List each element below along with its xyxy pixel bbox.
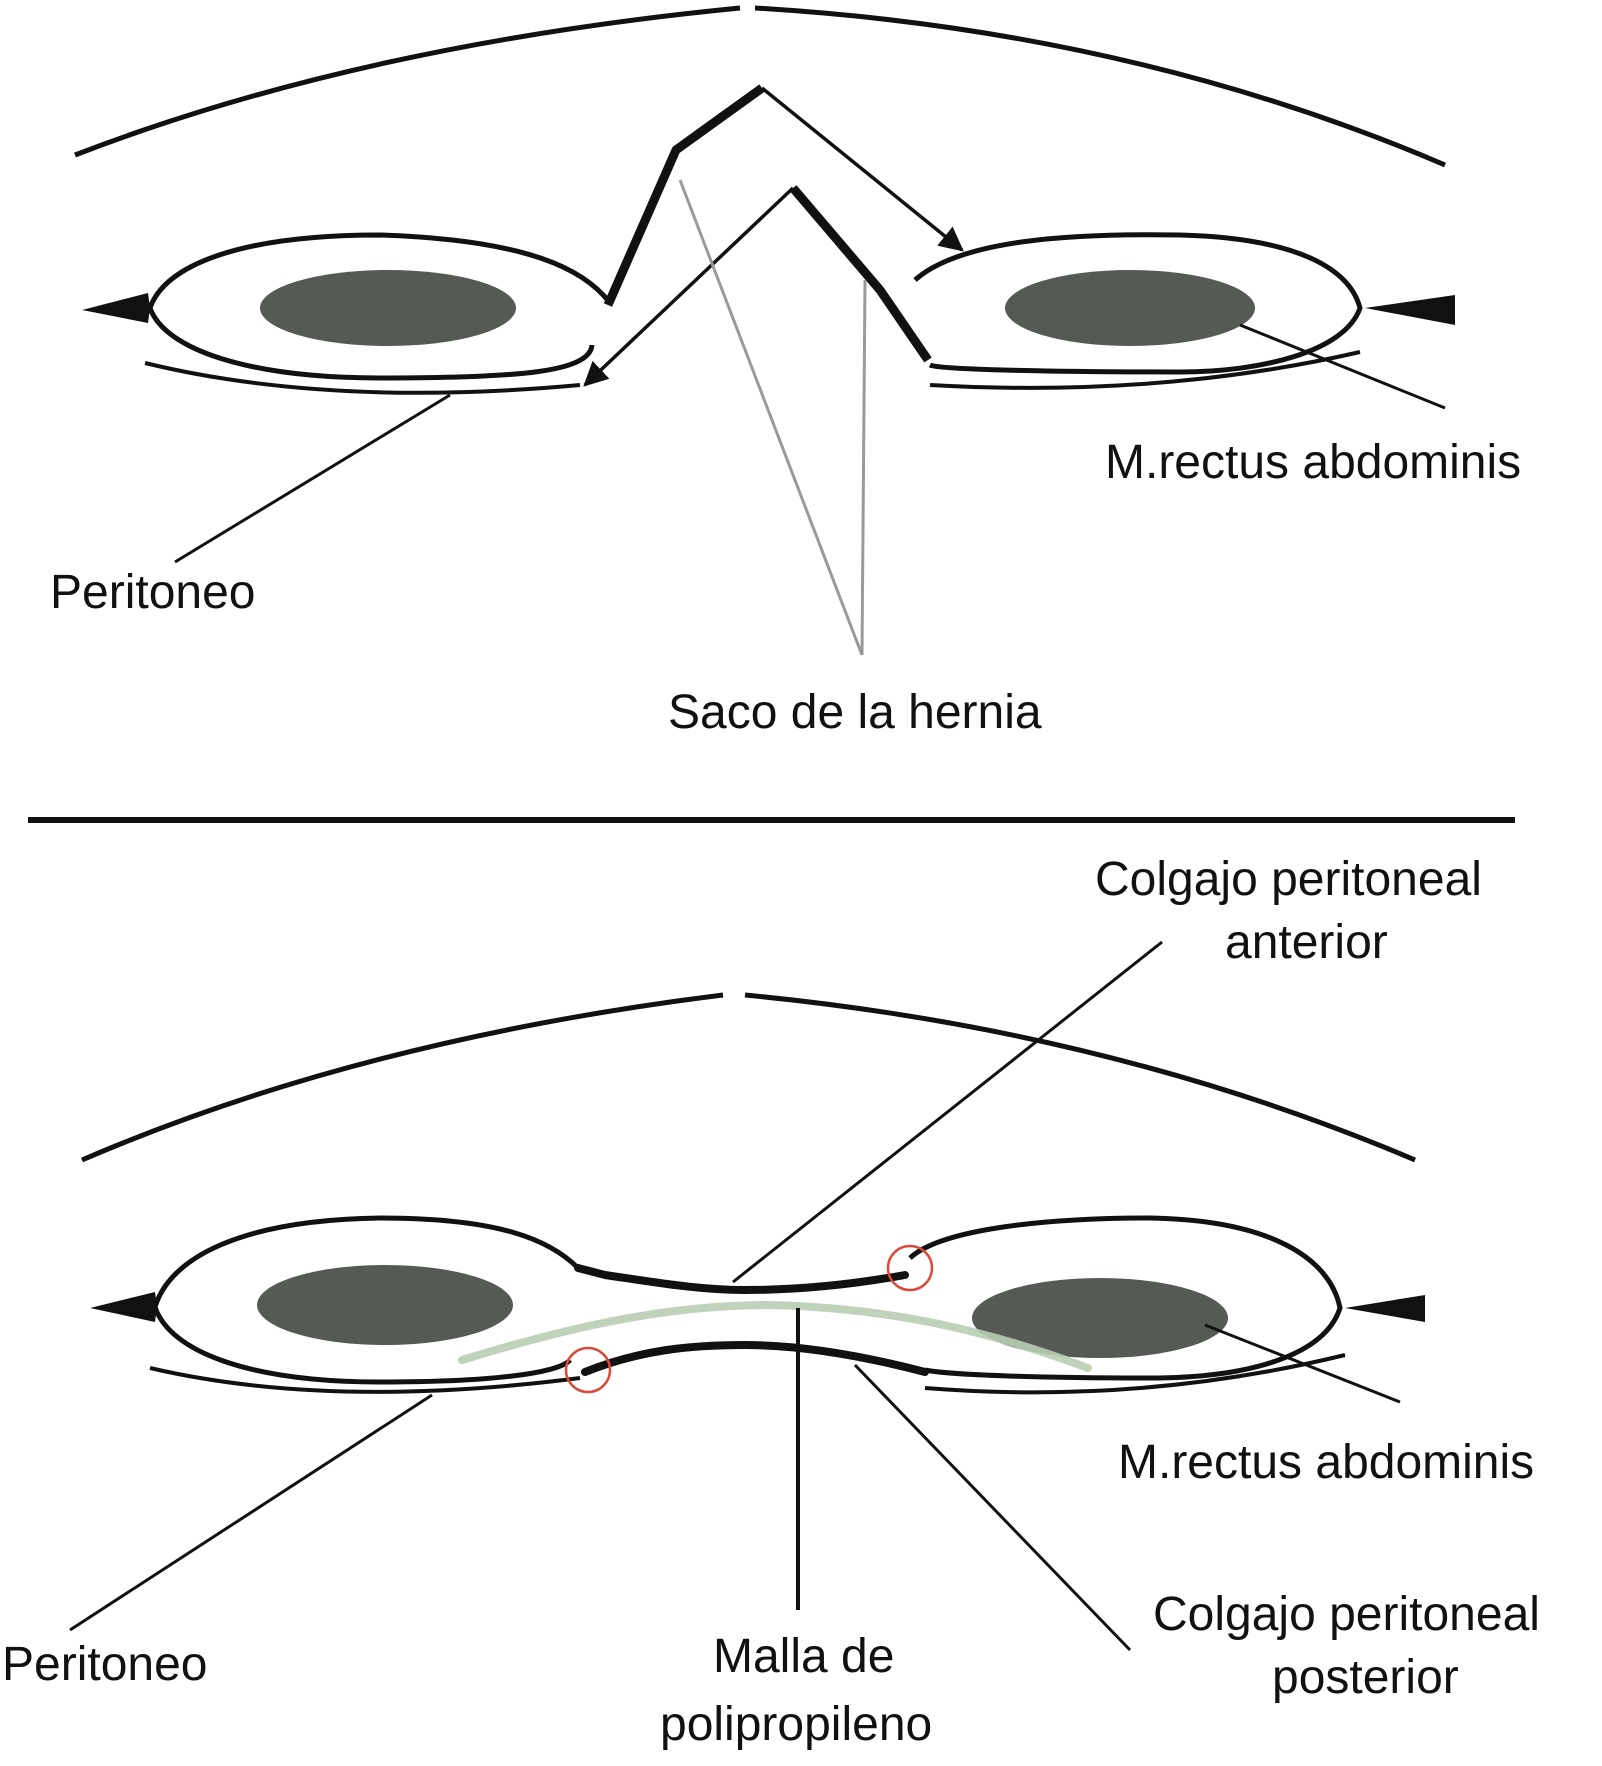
top-pointer-peritoneo — [174, 393, 451, 564]
top-panel: M.rectus abdominis Peritoneo Saco de la … — [50, 5, 1521, 739]
bottom-label-colgajo-posterior-line1: Colgajo peritoneal — [1153, 1588, 1540, 1641]
posterior-peritoneal-flap — [581, 1340, 929, 1376]
top-label-saco: Saco de la hernia — [668, 686, 1042, 739]
bottom-pointer-colgajo-posterior — [853, 1363, 1132, 1652]
anterior-peritoneal-flap — [574, 1264, 909, 1295]
top-pointer-rectus — [1239, 323, 1446, 410]
top-pointer-saco-1 — [678, 179, 864, 656]
top-arrow-to-left — [583, 186, 795, 387]
top-right-peritoneum — [929, 350, 1361, 390]
suture-icon — [886, 1244, 934, 1292]
top-label-peritoneo: Peritoneo — [50, 566, 255, 619]
bottom-left-peritoneum — [149, 1366, 581, 1394]
top-skin-right — [754, 5, 1446, 168]
bottom-right-rectus-sheath — [908, 1215, 1343, 1381]
bottom-label-colgajo-posterior-line2: posterior — [1272, 1651, 1459, 1704]
top-skin-left — [74, 5, 741, 158]
top-left-lateral-fascia — [82, 293, 150, 323]
top-right-rectus-sheath — [913, 232, 1363, 375]
bottom-panel: Colgajo peritoneal anterior M.rectus abd… — [2, 853, 1540, 1751]
bottom-label-colgajo-anterior-line2: anterior — [1225, 916, 1388, 969]
bottom-pointer-peritoneo — [69, 1393, 433, 1632]
bottom-left-rectus-muscle — [257, 1265, 513, 1345]
bottom-right-peritoneum — [924, 1353, 1346, 1395]
suture-icon — [564, 1346, 612, 1394]
bottom-right-lateral-fascia — [1345, 1295, 1425, 1322]
polypropylene-mesh — [458, 1300, 1092, 1372]
bottom-label-colgajo-anterior-line1: Colgajo peritoneal — [1095, 853, 1482, 906]
bottom-label-malla-line2: polipropileno — [660, 1698, 932, 1751]
top-right-lateral-fascia — [1365, 295, 1455, 325]
top-left-peritoneum — [144, 361, 581, 395]
top-arrow-to-right — [760, 86, 964, 252]
top-right-rectus-muscle — [1005, 270, 1255, 346]
bottom-label-rectus: M.rectus abdominis — [1118, 1436, 1534, 1489]
bottom-skin-right — [744, 992, 1416, 1163]
top-hernia-sac-outer — [603, 84, 765, 307]
top-hernia-sac-inner — [789, 185, 932, 363]
bottom-pointer-colgajo-anterior — [732, 940, 1163, 1284]
bottom-right-rectus-muscle — [972, 1278, 1228, 1358]
top-pointer-saco-2 — [860, 279, 867, 656]
top-left-rectus-muscle — [260, 270, 516, 346]
bottom-left-lateral-fascia — [90, 1292, 157, 1322]
top-label-rectus: M.rectus abdominis — [1105, 436, 1521, 489]
bottom-label-malla-line1: Malla de — [713, 1630, 894, 1683]
bottom-label-peritoneo: Peritoneo — [2, 1638, 207, 1691]
bottom-skin-left — [81, 992, 724, 1163]
bottom-pointer-rectus — [1204, 1323, 1401, 1404]
